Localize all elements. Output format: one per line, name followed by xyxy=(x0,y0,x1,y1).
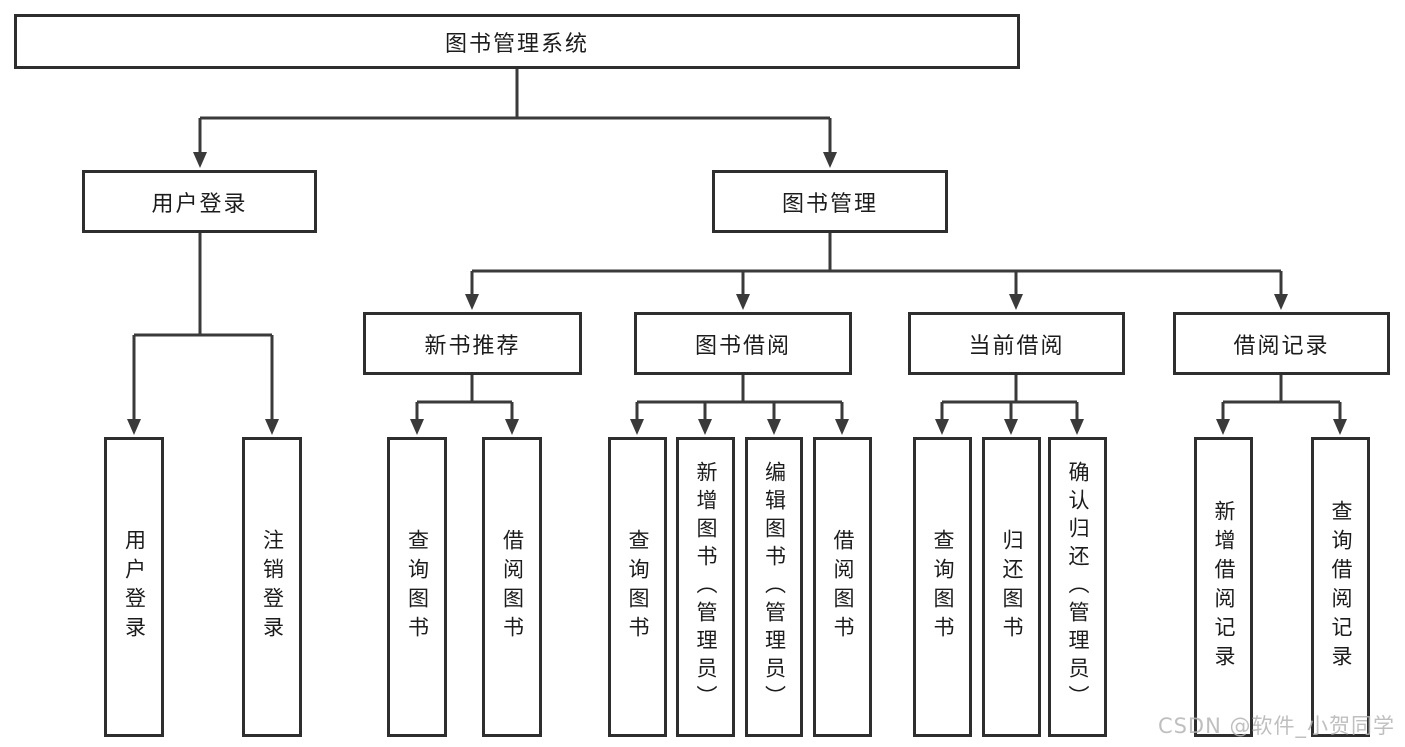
leaf-label: 新增图书（管理员） xyxy=(694,461,718,713)
arrowhead-login xyxy=(127,419,141,435)
arrowhead-book-borrow xyxy=(736,294,750,310)
leaf-borrow-books-2: 借阅图书 xyxy=(813,437,872,737)
node-current-borrowing: 当前借阅 xyxy=(908,312,1125,375)
leaf-query-books-2: 查询图书 xyxy=(608,437,667,737)
connector-book-mgmt-children xyxy=(470,233,1283,296)
leaf-label: 查询图书 xyxy=(931,529,955,645)
arrowhead-cb-confirm xyxy=(1070,419,1084,435)
node-library-management-system: 图书管理系统 xyxy=(14,14,1020,69)
leaf-label: 新增借阅记录 xyxy=(1212,500,1236,674)
connector-user-login-children xyxy=(132,233,274,421)
node-user-login: 用户登录 xyxy=(82,170,317,233)
leaf-label: 借阅图书 xyxy=(831,529,855,645)
arrowhead-current-borrow xyxy=(1009,294,1023,310)
arrowhead-nb-query xyxy=(410,419,424,435)
arrowhead-br-add xyxy=(1216,419,1230,435)
arrowhead-cb-query xyxy=(935,419,949,435)
node-book-borrowing: 图书借阅 xyxy=(634,312,852,375)
arrowhead-book-mgmt xyxy=(823,152,837,168)
leaf-add-books-admin: 新增图书（管理员） xyxy=(676,437,735,737)
leaf-edit-books-admin: 编辑图书（管理员） xyxy=(745,437,803,737)
leaf-label: 查询图书 xyxy=(626,529,650,645)
leaf-borrow-books-1: 借阅图书 xyxy=(482,437,542,737)
leaf-user-login: 用户登录 xyxy=(104,437,164,737)
leaf-label: 注销登录 xyxy=(260,529,285,645)
arrowhead-user-login xyxy=(193,152,207,168)
connector-borrow-record-children xyxy=(1221,375,1342,421)
leaf-query-books-3: 查询图书 xyxy=(913,437,972,737)
arrowhead-cb-return xyxy=(1004,419,1018,435)
arrowhead-borrow-record xyxy=(1274,294,1288,310)
leaf-label: 编辑图书（管理员） xyxy=(762,461,787,713)
arrowhead-bb-edit xyxy=(767,419,781,435)
node-book-management: 图书管理 xyxy=(712,170,948,233)
leaf-logout: 注销登录 xyxy=(242,437,302,737)
arrowhead-logout xyxy=(265,419,279,435)
node-label: 图书借阅 xyxy=(694,333,791,359)
connector-book-borrow-children xyxy=(635,375,844,421)
connector-new-book-children xyxy=(415,375,514,421)
leaf-label: 确认归还（管理员） xyxy=(1066,461,1090,713)
arrowhead-br-query xyxy=(1333,419,1347,435)
arrowhead-nb-borrow xyxy=(505,419,519,435)
connector-current-borrow-children xyxy=(940,375,1079,421)
leaf-label: 归还图书 xyxy=(1000,529,1024,645)
node-label: 当前借阅 xyxy=(968,333,1065,359)
leaf-label: 查询图书 xyxy=(405,529,430,645)
node-label: 借阅记录 xyxy=(1233,333,1330,359)
leaf-label: 借阅图书 xyxy=(500,529,525,645)
node-borrowing-records: 借阅记录 xyxy=(1173,312,1390,375)
leaf-confirm-return-admin: 确认归还（管理员） xyxy=(1048,437,1107,737)
arrowhead-bb-add xyxy=(698,419,712,435)
leaf-return-books: 归还图书 xyxy=(982,437,1041,737)
node-label: 图书管理系统 xyxy=(444,31,589,57)
node-label: 用户登录 xyxy=(151,191,248,217)
csdn-watermark: CSDN @软件_小贺同学 xyxy=(1157,714,1395,738)
node-label: 图书管理 xyxy=(781,191,878,217)
leaf-add-borrow-record: 新增借阅记录 xyxy=(1194,437,1253,737)
arrowhead-bb-borrow xyxy=(835,419,849,435)
connector-root-to-level2 xyxy=(198,68,832,154)
leaf-label: 查询借阅记录 xyxy=(1329,500,1353,674)
arrowhead-new-book xyxy=(465,294,479,310)
leaf-query-borrow-record: 查询借阅记录 xyxy=(1311,437,1370,737)
leaf-query-books-1: 查询图书 xyxy=(387,437,447,737)
arrowhead-bb-query xyxy=(630,419,644,435)
node-new-book-recommendation: 新书推荐 xyxy=(363,312,582,375)
node-label: 新书推荐 xyxy=(424,333,521,359)
leaf-label: 用户登录 xyxy=(122,529,147,645)
